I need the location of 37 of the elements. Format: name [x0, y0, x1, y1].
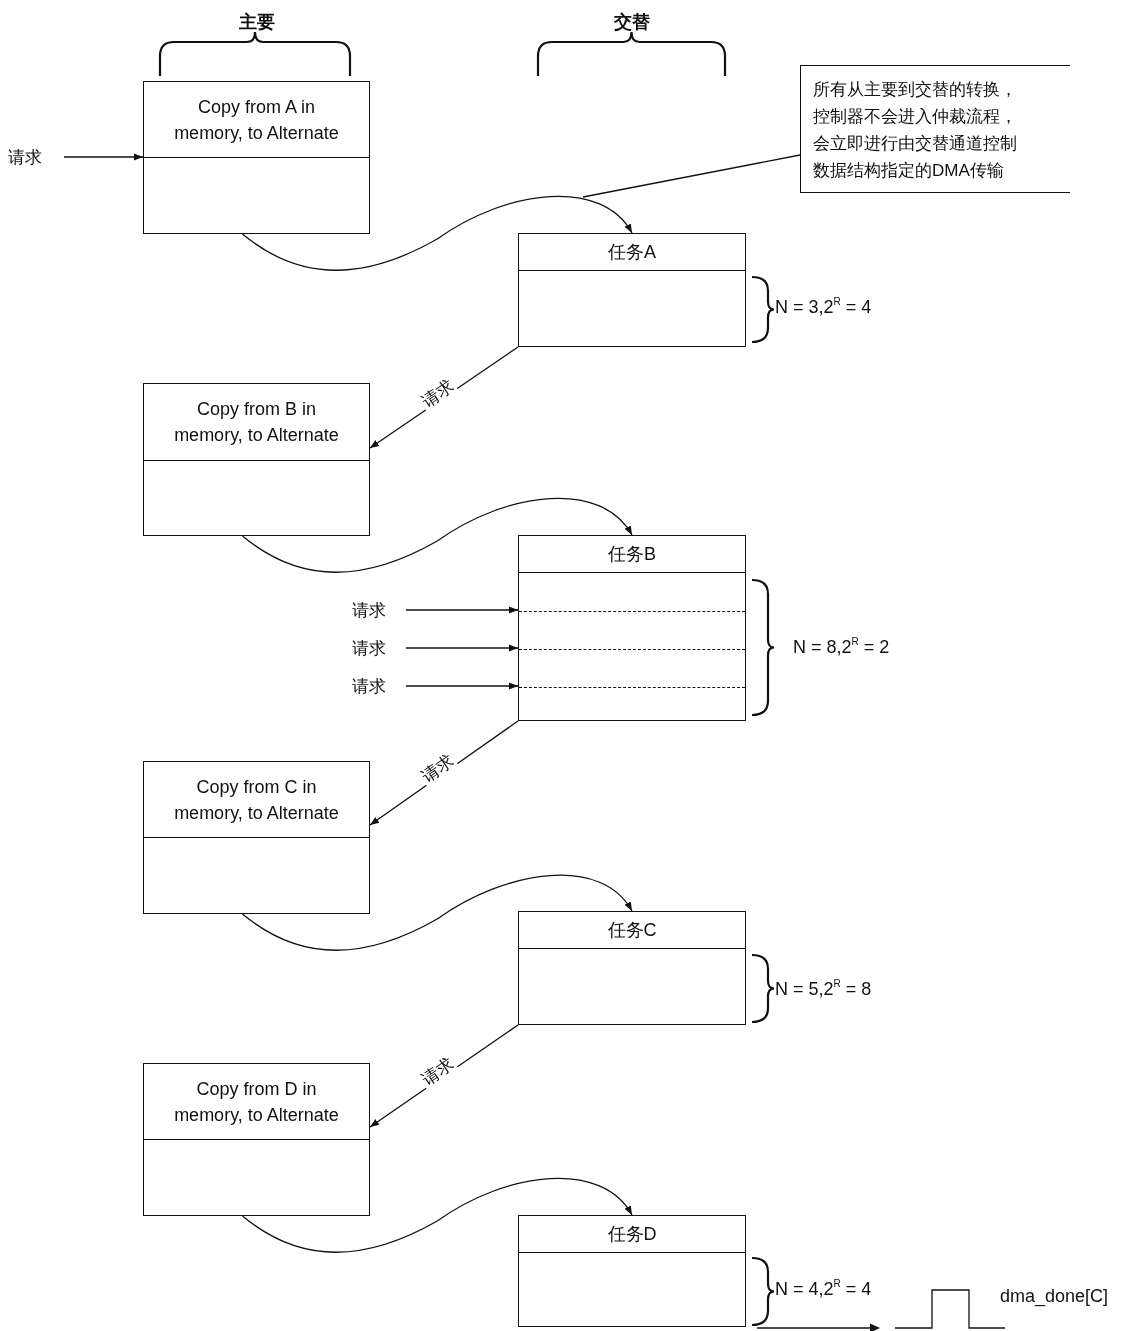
arrow [241, 874, 633, 951]
column-heading: 交替 [613, 11, 651, 34]
count-label: N = 4,2$^{R}$ = 4 [775, 1279, 872, 1300]
count-label: N = 3,2$^{R}$ = 4 [775, 297, 872, 318]
block-title: 任务B [608, 543, 656, 566]
task-block [518, 535, 746, 721]
request-text: 请求 [8, 146, 52, 168]
count-label: N = 8,2$^{R}$ = 2 [793, 637, 890, 658]
request-text: 请求 [352, 637, 396, 659]
signal-label: dma_done[C] [1000, 1286, 1109, 1307]
arrow [405, 606, 519, 614]
request-text: 请求 [352, 675, 396, 697]
block-title: Copy from C in memory, to Alternate [174, 775, 339, 825]
arrow [405, 682, 519, 690]
memory-block [143, 1063, 370, 1216]
task-block [518, 911, 746, 1025]
arrow [63, 153, 144, 161]
block-title: 任务C [607, 919, 657, 942]
memory-block [143, 383, 370, 536]
block-title: Copy from B in memory, to Alternate [174, 398, 339, 447]
memory-block [143, 81, 370, 234]
count-label: N = 5,2$^{R}$ = 8 [775, 979, 872, 1000]
arrow [405, 644, 519, 652]
request-text: 请求 [352, 599, 396, 621]
task-block [518, 233, 746, 347]
arrow [241, 196, 633, 271]
block-title: 任务D [607, 1223, 657, 1246]
memory-block [143, 761, 370, 914]
arrow [241, 498, 633, 573]
column-heading: 主要 [238, 11, 276, 34]
block-title: Copy from D in memory, to Alternate [174, 1077, 339, 1127]
leader-line [582, 154, 801, 198]
block-title: 任务A [608, 241, 656, 264]
arrow [241, 1178, 633, 1253]
block-title: Copy from A in memory, to Alternate [174, 95, 339, 145]
note-box: 所有从主要到交替的转换，控制器不会进入仲裁流程，会立即进行由交替通道控制数据结构指定的DMA传输 [800, 65, 1070, 193]
task-block [518, 1215, 746, 1327]
